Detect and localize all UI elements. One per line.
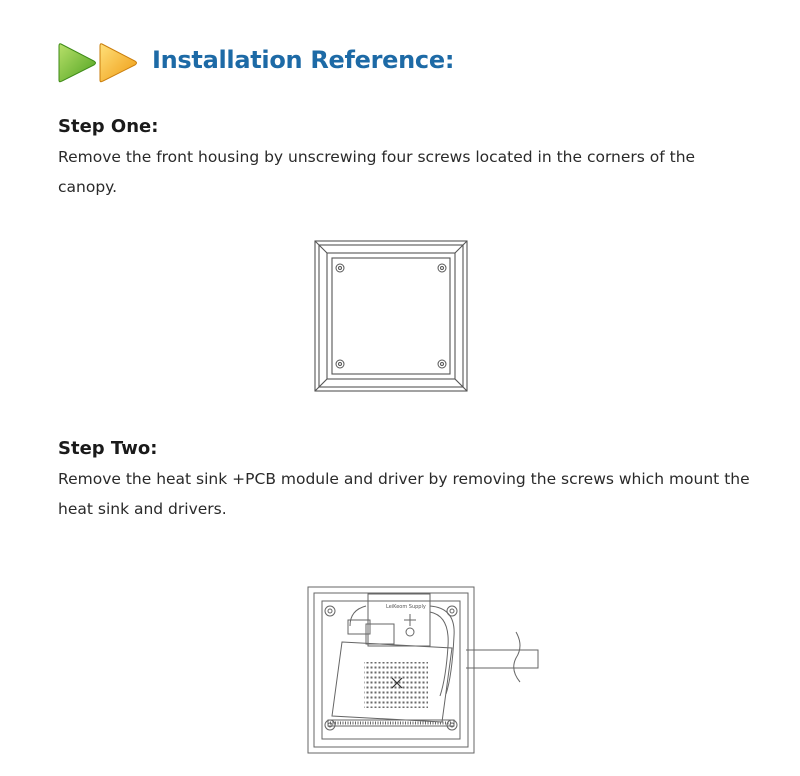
driver-label: LeiKeom Supply: [386, 604, 426, 610]
step-two-text: Remove the heat sink +PCB module and dri…: [58, 470, 750, 518]
front-housing-diagram: [314, 240, 468, 392]
step-one-heading: Step One:: [58, 116, 159, 137]
step-two-heading: Step Two:: [58, 438, 158, 459]
double-play-arrows-icon: [58, 43, 137, 83]
section-header: [56, 40, 142, 86]
corner-screws: [335, 263, 447, 369]
section-title: Installation Reference:: [152, 46, 455, 74]
step-one-text: Remove the front housing by unscrewing f…: [58, 148, 696, 196]
heat-sink-pcb-diagram: LeiKeom Supply: [307, 586, 539, 754]
